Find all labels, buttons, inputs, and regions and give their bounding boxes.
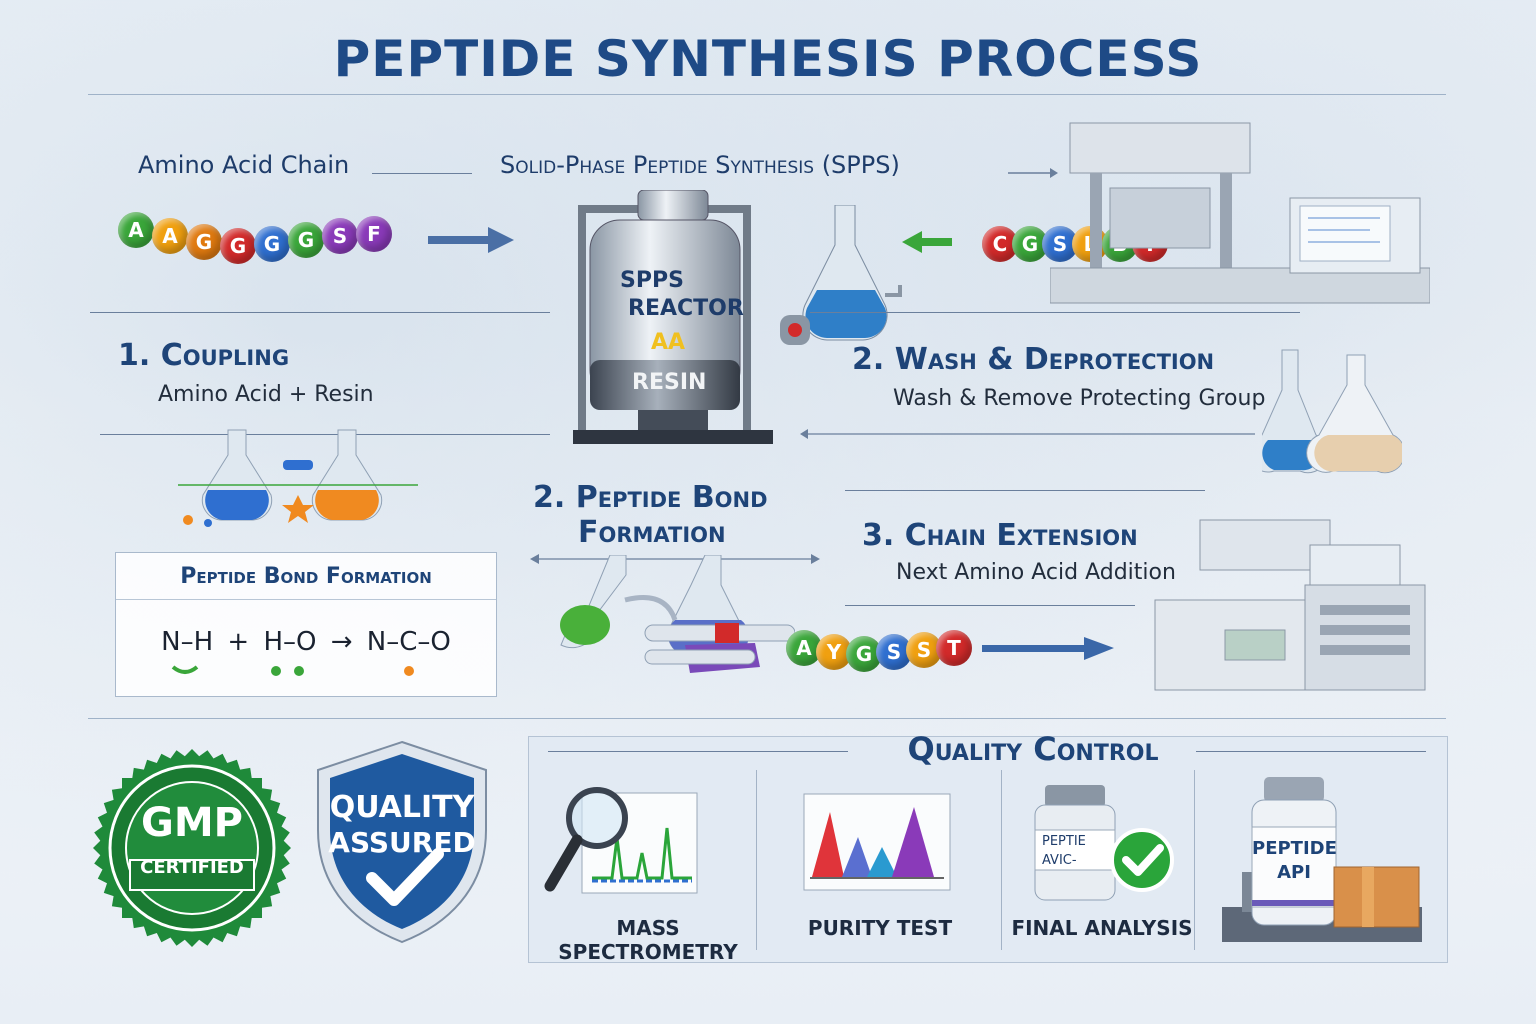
divider-line — [845, 605, 1135, 606]
section-divider — [88, 718, 1446, 719]
reactor-aa-label: AA — [651, 330, 686, 355]
amino-acid-bead: F — [356, 216, 392, 252]
title-divider — [88, 94, 1446, 95]
divider-line — [1196, 751, 1426, 752]
chromatogram-icon — [803, 793, 951, 891]
amino-acid-bead: G — [254, 226, 290, 262]
divider-line — [100, 434, 550, 435]
amino-acid-bead: A — [152, 218, 188, 254]
wash-step-name: Wash & Deprotection — [894, 342, 1215, 377]
qc-label-purity-test: PURITY TEST — [807, 916, 953, 940]
gmp-certified-badge — [93, 749, 291, 947]
divider-line — [845, 490, 1205, 491]
extension-step-subtitle: Next Amino Acid Addition — [896, 560, 1176, 585]
amino-acid-bead: G — [288, 222, 324, 258]
bond-flasks-icon — [560, 555, 795, 673]
coupling-step-number: 1. — [118, 338, 151, 373]
double-arrow-icon — [530, 554, 820, 564]
synthesizer-machine-icon — [1050, 122, 1430, 304]
arrow-left-icon — [902, 231, 952, 253]
extension-step-title: 3. Chain Extension — [862, 518, 1138, 553]
amino-acid-chain-label: Amino Acid Chain — [138, 151, 350, 179]
divider-line — [810, 312, 1300, 313]
reactor-label-line2: REACTOR — [628, 296, 744, 321]
final-vial-line1: PEPTIE — [1042, 834, 1086, 849]
arrow-right-icon — [428, 227, 514, 253]
divider-line — [90, 312, 550, 313]
wash-flasks-icon — [1262, 349, 1402, 474]
qc-label-final-analysis: FINAL ANALYSIS — [1011, 916, 1193, 940]
coupling-step-name: Coupling — [160, 338, 290, 373]
arrow-right-icon — [982, 637, 1114, 660]
amino-acid-bead: G — [220, 228, 256, 264]
wash-step-title: 2. Wash & Deprotection — [852, 342, 1214, 377]
qc-separator — [1001, 770, 1002, 950]
arrow-right-icon — [1008, 168, 1058, 178]
extension-bead: T — [936, 630, 972, 666]
divider-line — [548, 751, 848, 752]
bond-step-title: 2. Peptide Bond — [533, 480, 768, 515]
chain-label-line — [372, 173, 472, 174]
quality-badge-line2: ASSURED — [328, 826, 476, 859]
extension-step-number: 3. — [862, 518, 895, 553]
api-vial-icon — [1222, 777, 1422, 942]
page-title: PEPTIDE SYNTHESIS PROCESS — [333, 30, 1203, 88]
reactor-resin-label: RESIN — [632, 370, 707, 395]
wash-step-number: 2. — [852, 342, 885, 377]
amino-acid-bead: A — [118, 212, 154, 248]
spps-reactor-icon — [573, 190, 773, 444]
flask-icon — [780, 205, 902, 345]
peptide-bond-equation: N–H + H–O → N–C–O — [161, 627, 451, 657]
shield-icon — [317, 740, 487, 944]
wash-step-subtitle: Wash & Remove Protecting Group — [893, 386, 1266, 411]
final-vial-line2: AVIC- — [1042, 853, 1077, 868]
extension-bead: G — [846, 636, 882, 672]
bond-step-name-line2: Formation — [578, 515, 726, 550]
peptide-bond-box: Peptide Bond Formation N–H + H–O → N–C–O — [115, 552, 497, 697]
quality-control-title: Quality Control — [907, 730, 1159, 768]
vial-check-icon — [1034, 785, 1174, 901]
magnifier-chart-icon — [544, 787, 698, 894]
spps-label: Solid-Phase Peptide Synthesis (SPPS) — [500, 151, 900, 179]
extension-step-name: Chain Extension — [904, 518, 1138, 553]
equation-dots-icon — [171, 665, 414, 676]
coupling-step-subtitle: Amino Acid + Resin — [158, 382, 374, 407]
analyzer-machine-icon — [1154, 519, 1426, 691]
qc-separator — [756, 770, 757, 950]
qc-label-mass-spectrometry: MASS SPECTROMETRY — [558, 916, 738, 964]
qc-separator — [1194, 770, 1195, 950]
api-vial-line2: API — [1277, 862, 1311, 883]
gmp-badge-line1: GMP — [141, 800, 243, 846]
peptide-bond-box-header: Peptide Bond Formation — [116, 553, 496, 600]
coupling-step-title: 1. Coupling — [118, 338, 289, 373]
api-vial-line1: PEPTIDE — [1252, 838, 1337, 859]
bond-step-name-line1: Peptide Bond — [575, 480, 768, 515]
amino-acid-bead: S — [322, 218, 358, 254]
coupling-flasks-icon — [178, 429, 418, 527]
gmp-badge-line2: CERTIFIED — [140, 857, 244, 878]
quality-badge-line1: QUALITY — [329, 790, 475, 825]
bond-step-number: 2. — [533, 480, 566, 515]
reactor-label-line1: SPPS — [620, 268, 684, 293]
amino-acid-bead: G — [186, 224, 222, 260]
arrow-left-icon — [800, 429, 1255, 439]
